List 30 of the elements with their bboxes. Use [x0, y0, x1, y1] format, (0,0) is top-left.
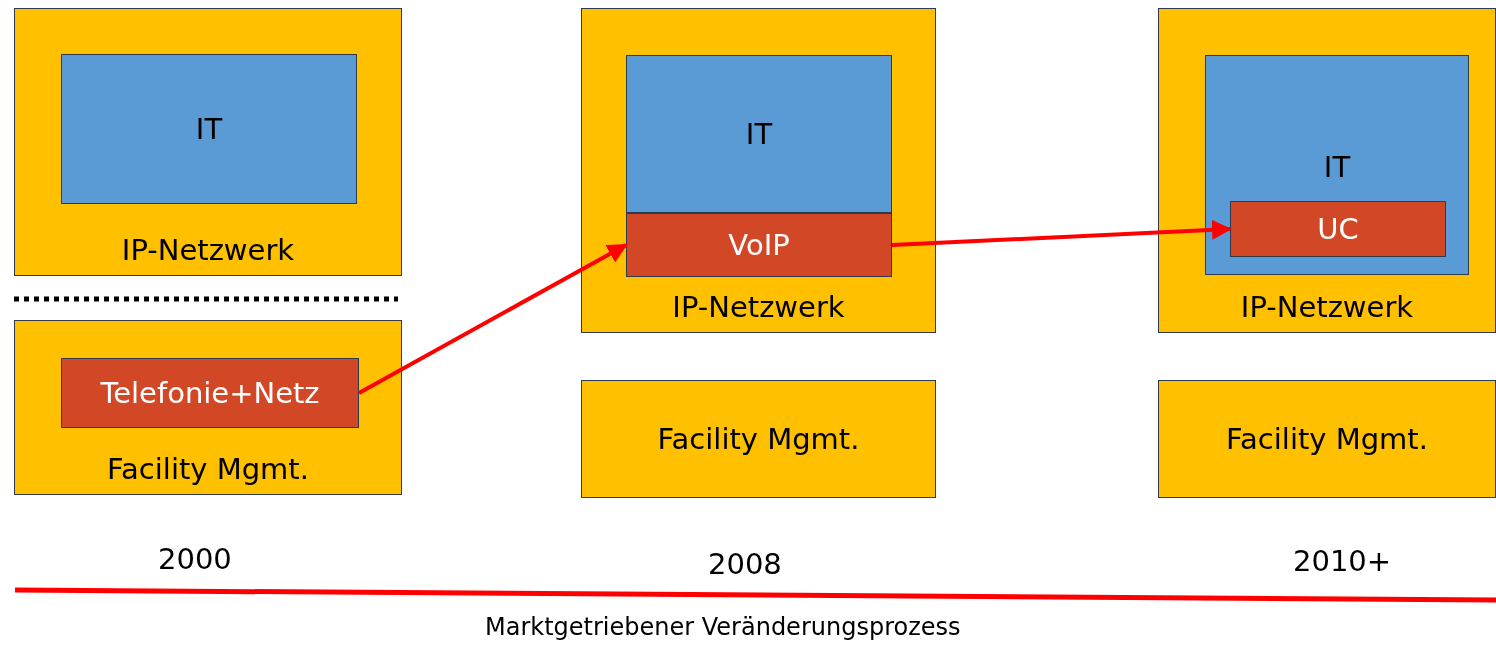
- it-box: [626, 55, 892, 213]
- area-box: [581, 8, 936, 333]
- area-box: [1158, 8, 1496, 333]
- node-label: Facility Mgmt.: [657, 422, 860, 456]
- node-label: IP-Netzwerk: [672, 290, 845, 324]
- node-label: Facility Mgmt.: [107, 452, 309, 486]
- year-label: 2008: [708, 547, 782, 581]
- node-label: IP-Netzwerk: [121, 233, 295, 267]
- timeline-caption: Marktgetriebener Veränderungsprozess: [485, 613, 961, 641]
- node-label: VoIP: [728, 228, 790, 262]
- area-box: [14, 320, 402, 495]
- year-label: 2000: [158, 542, 232, 576]
- node-label: IT: [745, 117, 773, 151]
- node-label: IT: [195, 112, 223, 146]
- service-box: [61, 358, 359, 428]
- node-label: Facility Mgmt.: [1226, 422, 1428, 456]
- node-label: IT: [1323, 150, 1351, 184]
- area-box: [581, 380, 936, 498]
- arrow: [891, 219, 1232, 247]
- node-label: IP-Netzwerk: [1240, 290, 1414, 324]
- year-label: 2010+: [1293, 544, 1392, 578]
- node-label: Telefonie+Netz: [100, 376, 320, 410]
- it-box: [1205, 55, 1469, 275]
- it-box: [61, 54, 357, 204]
- area-box: [1158, 380, 1496, 498]
- arrow: [358, 243, 628, 395]
- service-box: [626, 213, 892, 277]
- area-box: [14, 8, 402, 276]
- service-box: [1230, 201, 1446, 257]
- node-label: UC: [1317, 212, 1359, 246]
